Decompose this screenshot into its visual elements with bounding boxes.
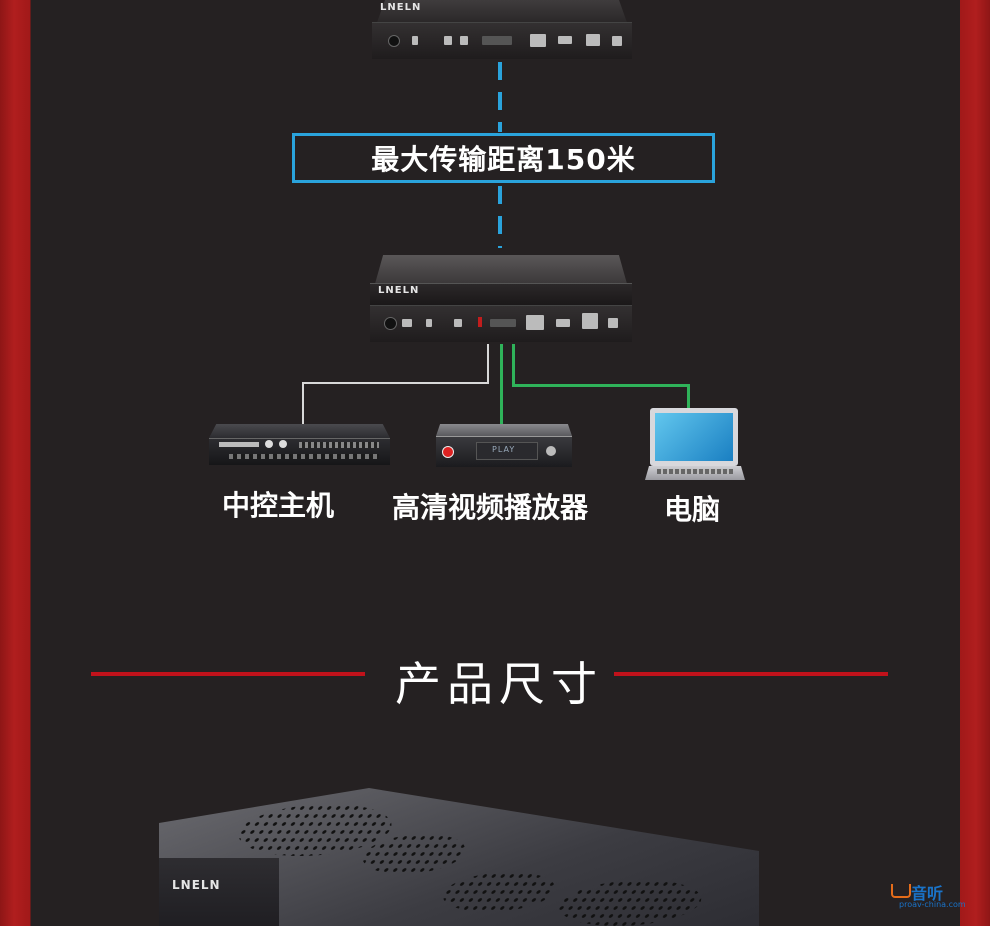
wire-control-drop xyxy=(302,382,304,426)
hd-player-device: PLAY xyxy=(436,424,572,468)
link-dashed-upper xyxy=(498,62,502,132)
product-brand: LNELN xyxy=(172,878,221,892)
heading-rule-right xyxy=(614,672,888,676)
link-dashed-lower xyxy=(498,186,502,248)
wire-control-horizontal xyxy=(302,382,489,384)
heading-rule-left xyxy=(91,672,365,676)
wire-control-vertical xyxy=(487,344,489,384)
wire-player xyxy=(500,344,503,426)
player-display-text: PLAY xyxy=(492,445,516,454)
receiver-extender-device: LNELN xyxy=(370,255,632,342)
section-heading: 产品尺寸 xyxy=(395,657,603,711)
control-host-label: 中控主机 xyxy=(222,489,335,522)
hd-player-label: 高清视频播放器 xyxy=(392,491,589,524)
computer-label: 电脑 xyxy=(664,493,721,526)
watermark-main: 音听 xyxy=(911,884,944,903)
watermark-sub: proav-china.com xyxy=(899,900,966,909)
wire-computer-drop xyxy=(687,384,690,412)
laptop-device xyxy=(645,408,745,484)
watermark-cart-icon xyxy=(891,884,911,898)
watermark-logo: 音听 proav-china.com xyxy=(891,880,971,910)
wire-computer-horizontal xyxy=(512,384,690,387)
top-extender-brand: LNELN xyxy=(380,2,422,13)
wire-computer-vertical xyxy=(512,344,515,386)
top-extender-device: LNELN xyxy=(372,0,632,59)
distance-label: 最大传输距离150米 xyxy=(371,143,636,176)
receiver-extender-brand: LNELN xyxy=(378,285,420,296)
control-host-device xyxy=(209,424,390,465)
distance-box: 最大传输距离150米 xyxy=(292,133,715,183)
